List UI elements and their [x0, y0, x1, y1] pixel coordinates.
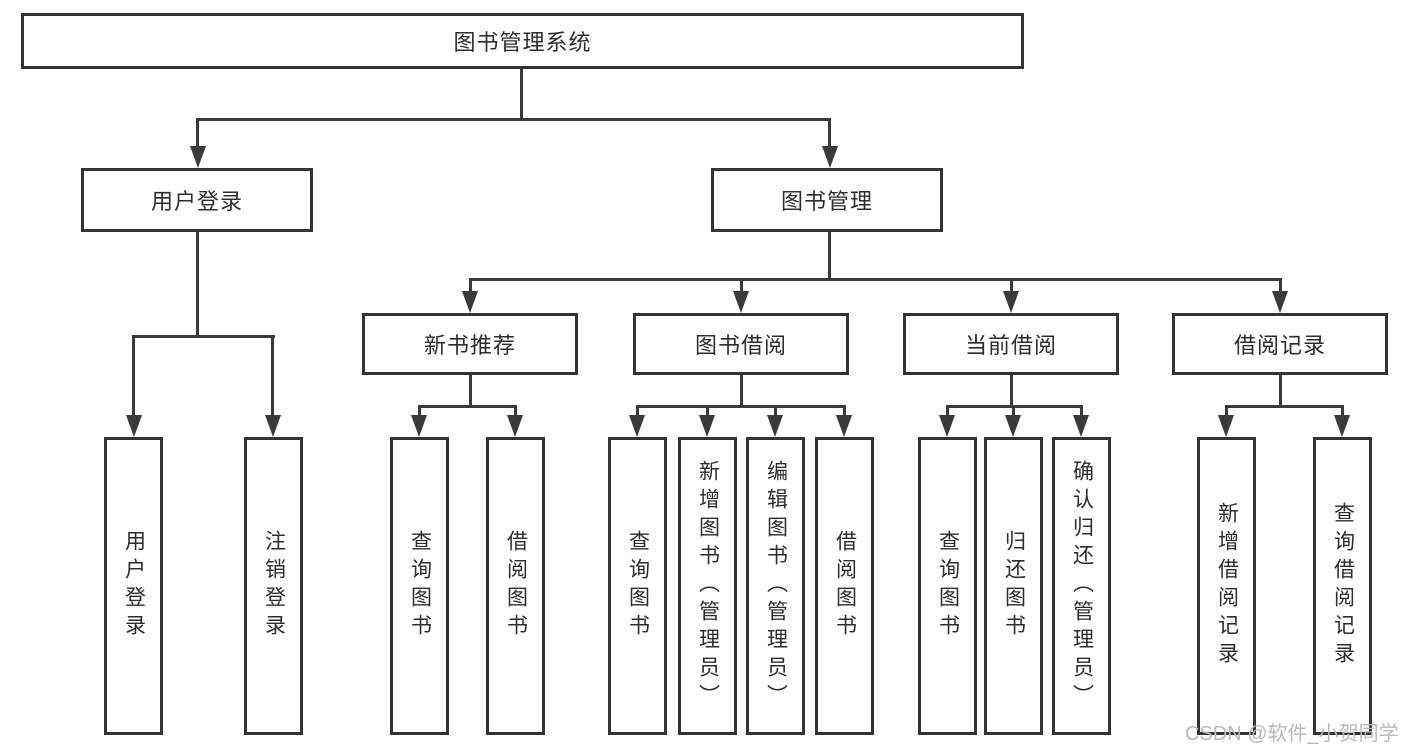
node-label: 注销登录	[262, 530, 286, 642]
node-library-management-system: 图书管理系统	[21, 13, 1024, 69]
node-label: 新增图书（管理员）	[696, 460, 720, 712]
connector-line	[469, 278, 1282, 281]
leaf-user-login: 用户登录	[104, 437, 163, 735]
arrow-down-icon	[1272, 291, 1288, 313]
node-label: 借阅记录	[1233, 333, 1326, 358]
connector-line	[774, 405, 777, 417]
connector-line	[469, 375, 472, 405]
node-borrowing-records: 借阅记录	[1172, 313, 1388, 375]
connector-line	[1010, 375, 1013, 405]
leaf-add-borrow-record: 新增借阅记录	[1197, 437, 1256, 735]
node-label: 新书推荐	[423, 333, 516, 358]
connector-line	[1010, 278, 1013, 294]
node-label: 借阅图书	[833, 530, 857, 642]
node-label: 确认归还（管理员）	[1070, 460, 1094, 712]
leaf-borrow-books-recommend: 借阅图书	[486, 437, 545, 735]
arrow-down-icon	[265, 415, 281, 437]
connector-line	[1341, 405, 1344, 417]
connector-line	[843, 405, 846, 417]
arrow-down-icon	[629, 415, 645, 437]
connector-line	[271, 335, 274, 417]
connector-line	[636, 405, 639, 417]
node-label: 图书管理系统	[453, 30, 592, 55]
connector-line	[1012, 405, 1015, 417]
connector-line	[514, 405, 517, 417]
connector-line	[1279, 375, 1282, 405]
connector-line	[946, 405, 949, 417]
node-label: 查询图书	[626, 530, 650, 642]
node-book-borrowing: 图书借阅	[633, 313, 849, 375]
connector-line	[196, 232, 199, 335]
arrow-down-icon	[822, 146, 838, 168]
leaf-query-books-current: 查询图书	[918, 437, 977, 735]
arrow-down-icon	[411, 415, 427, 437]
node-current-borrowing: 当前借阅	[903, 313, 1119, 375]
arrow-down-icon	[733, 291, 749, 313]
leaf-add-books-admin: 新增图书（管理员）	[678, 437, 737, 735]
node-label: 当前借阅	[964, 333, 1057, 358]
arrow-down-icon	[836, 415, 852, 437]
node-new-book-recommendation: 新书推荐	[362, 313, 578, 375]
node-label: 新增借阅记录	[1215, 502, 1239, 670]
connector-line	[636, 405, 846, 408]
leaf-query-borrow-record: 查询借阅记录	[1313, 437, 1372, 735]
leaf-logout: 注销登录	[244, 437, 303, 735]
leaf-confirm-return-admin: 确认归还（管理员）	[1052, 437, 1111, 735]
node-user-login: 用户登录	[81, 168, 313, 232]
arrow-down-icon	[1073, 415, 1089, 437]
leaf-query-books-borrowing: 查询图书	[608, 437, 667, 735]
node-label: 归还图书	[1002, 530, 1026, 642]
node-label: 图书管理	[780, 189, 873, 214]
arrow-down-icon	[1218, 415, 1234, 437]
node-label: 用户登录	[150, 189, 243, 214]
connector-line	[706, 405, 709, 417]
node-label: 查询图书	[408, 530, 432, 642]
arrow-down-icon	[462, 291, 478, 313]
connector-line	[1080, 405, 1083, 417]
connector-line	[469, 278, 472, 294]
connector-line	[828, 118, 831, 148]
connector-line	[418, 405, 421, 417]
connector-line	[418, 405, 517, 408]
node-label: 用户登录	[122, 530, 146, 642]
connector-line	[1225, 405, 1228, 417]
node-label: 查询图书	[936, 530, 960, 642]
connector-line	[196, 118, 199, 148]
leaf-edit-books-admin: 编辑图书（管理员）	[746, 437, 805, 735]
csdn-watermark: CSDN @软件_小贺同学	[1185, 723, 1399, 745]
leaf-return-books: 归还图书	[984, 437, 1043, 735]
arrow-down-icon	[767, 415, 783, 437]
node-label: 图书借阅	[694, 333, 787, 358]
connector-line	[828, 232, 831, 278]
node-label: 查询借阅记录	[1331, 502, 1355, 670]
arrow-down-icon	[507, 415, 523, 437]
leaf-borrow-books-borrowing: 借阅图书	[815, 437, 874, 735]
arrow-down-icon	[1005, 415, 1021, 437]
arrow-down-icon	[126, 415, 142, 437]
arrow-down-icon	[1334, 415, 1350, 437]
node-label: 编辑图书（管理员）	[764, 460, 788, 712]
connector-line	[520, 69, 523, 120]
connector-line	[132, 335, 135, 417]
connector-line	[740, 375, 743, 405]
connector-line	[740, 278, 743, 294]
leaf-query-books-recommend: 查询图书	[390, 437, 449, 735]
connector-line	[1225, 405, 1344, 408]
arrow-down-icon	[699, 415, 715, 437]
connector-line	[132, 335, 275, 338]
arrow-down-icon	[939, 415, 955, 437]
arrow-down-icon	[190, 146, 206, 168]
connector-line	[197, 118, 831, 121]
arrow-down-icon	[1003, 291, 1019, 313]
node-label: 借阅图书	[504, 530, 528, 642]
connector-line	[1279, 278, 1282, 294]
node-book-management: 图书管理	[711, 168, 943, 232]
